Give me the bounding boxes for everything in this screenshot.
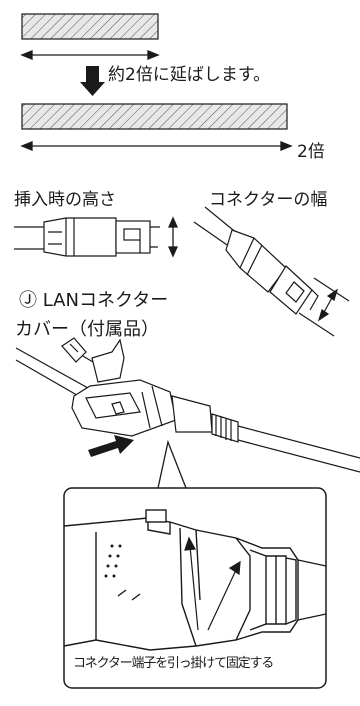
double-length-label: 2倍 (297, 142, 325, 162)
extend-instruction: 約2倍に延ばします。 (108, 65, 271, 85)
connector-cover (61, 337, 177, 437)
connector-width-label: コネクターの幅 (209, 190, 328, 210)
rj45-plug (171, 395, 239, 443)
height-dimension-arrow (167, 216, 179, 258)
insert-height-label: 挿入時の高さ (14, 190, 116, 210)
pull-direction-arrow-icon (88, 435, 134, 457)
connector-width-illustration (193, 206, 319, 315)
connector-height-illustration (14, 217, 160, 257)
latch-indicator-arrows (184, 536, 241, 631)
callout-box (63, 487, 327, 689)
cover-label-line2: カバー（付属品） (15, 319, 159, 340)
width-dimension-arrow (298, 277, 350, 337)
callout-pointer (157, 439, 187, 489)
long-strip (21, 103, 288, 130)
connector-grip-dots (104, 544, 122, 578)
cover-label-line1: Ⓙ LANコネクター (19, 290, 169, 311)
lan-cable-right (237, 425, 360, 473)
long-width-arrow (20, 141, 293, 151)
down-arrow-icon (80, 66, 105, 96)
short-width-arrow (20, 50, 160, 60)
short-strip (21, 13, 159, 40)
callout-caption: コネクター端子を引っ掛けて固定する (73, 656, 274, 671)
